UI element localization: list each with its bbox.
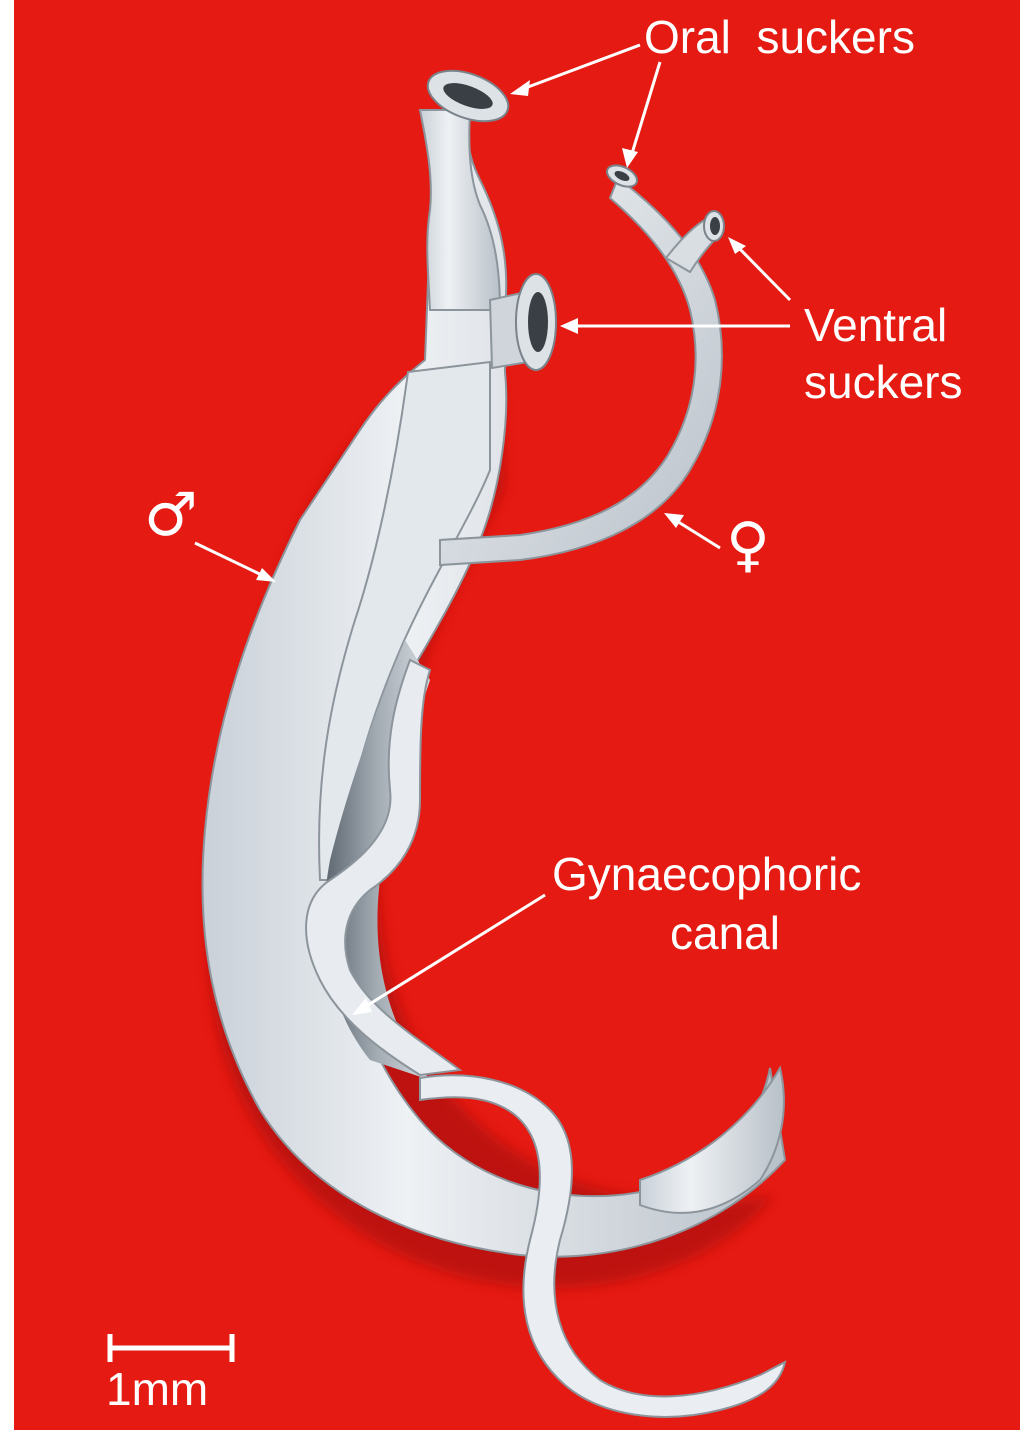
arrow-ventral-female xyxy=(735,244,790,300)
label-gynaecophoric-line2: canal xyxy=(670,906,780,960)
male-tail-tip xyxy=(640,1068,784,1213)
label-oral-suckers: Oral suckers xyxy=(644,10,915,64)
female-ventral-sucker-opening xyxy=(710,217,720,235)
arrow-oral-female xyxy=(630,62,660,160)
arrow-canal xyxy=(360,895,545,1010)
label-ventral-suckers-line2: suckers xyxy=(804,355,962,409)
label-ventral-suckers-line1: Ventral xyxy=(804,298,947,352)
arrowhead-oral-female xyxy=(622,148,638,168)
label-gynaecophoric-line1: Gynaecophoric xyxy=(552,847,861,901)
arrowhead-ventral-male xyxy=(560,318,578,334)
arrowhead-male xyxy=(256,568,276,582)
illustration-board: Oral suckers Ventral suckers Gynaecophor… xyxy=(14,0,1020,1430)
scale-bar-label: 1mm xyxy=(106,1362,208,1416)
scale-bar xyxy=(110,1334,232,1362)
female-symbol: ♀ xyxy=(726,515,770,575)
arrowhead-oral-male xyxy=(510,80,530,96)
male-symbol: ♂ xyxy=(144,485,198,545)
schistosome-pair-illustration xyxy=(14,0,1020,1430)
arrowhead-female xyxy=(664,513,684,528)
arrow-oral-male xyxy=(520,45,640,90)
male-ventral-sucker-opening xyxy=(528,292,548,352)
arrow-male xyxy=(195,543,268,578)
